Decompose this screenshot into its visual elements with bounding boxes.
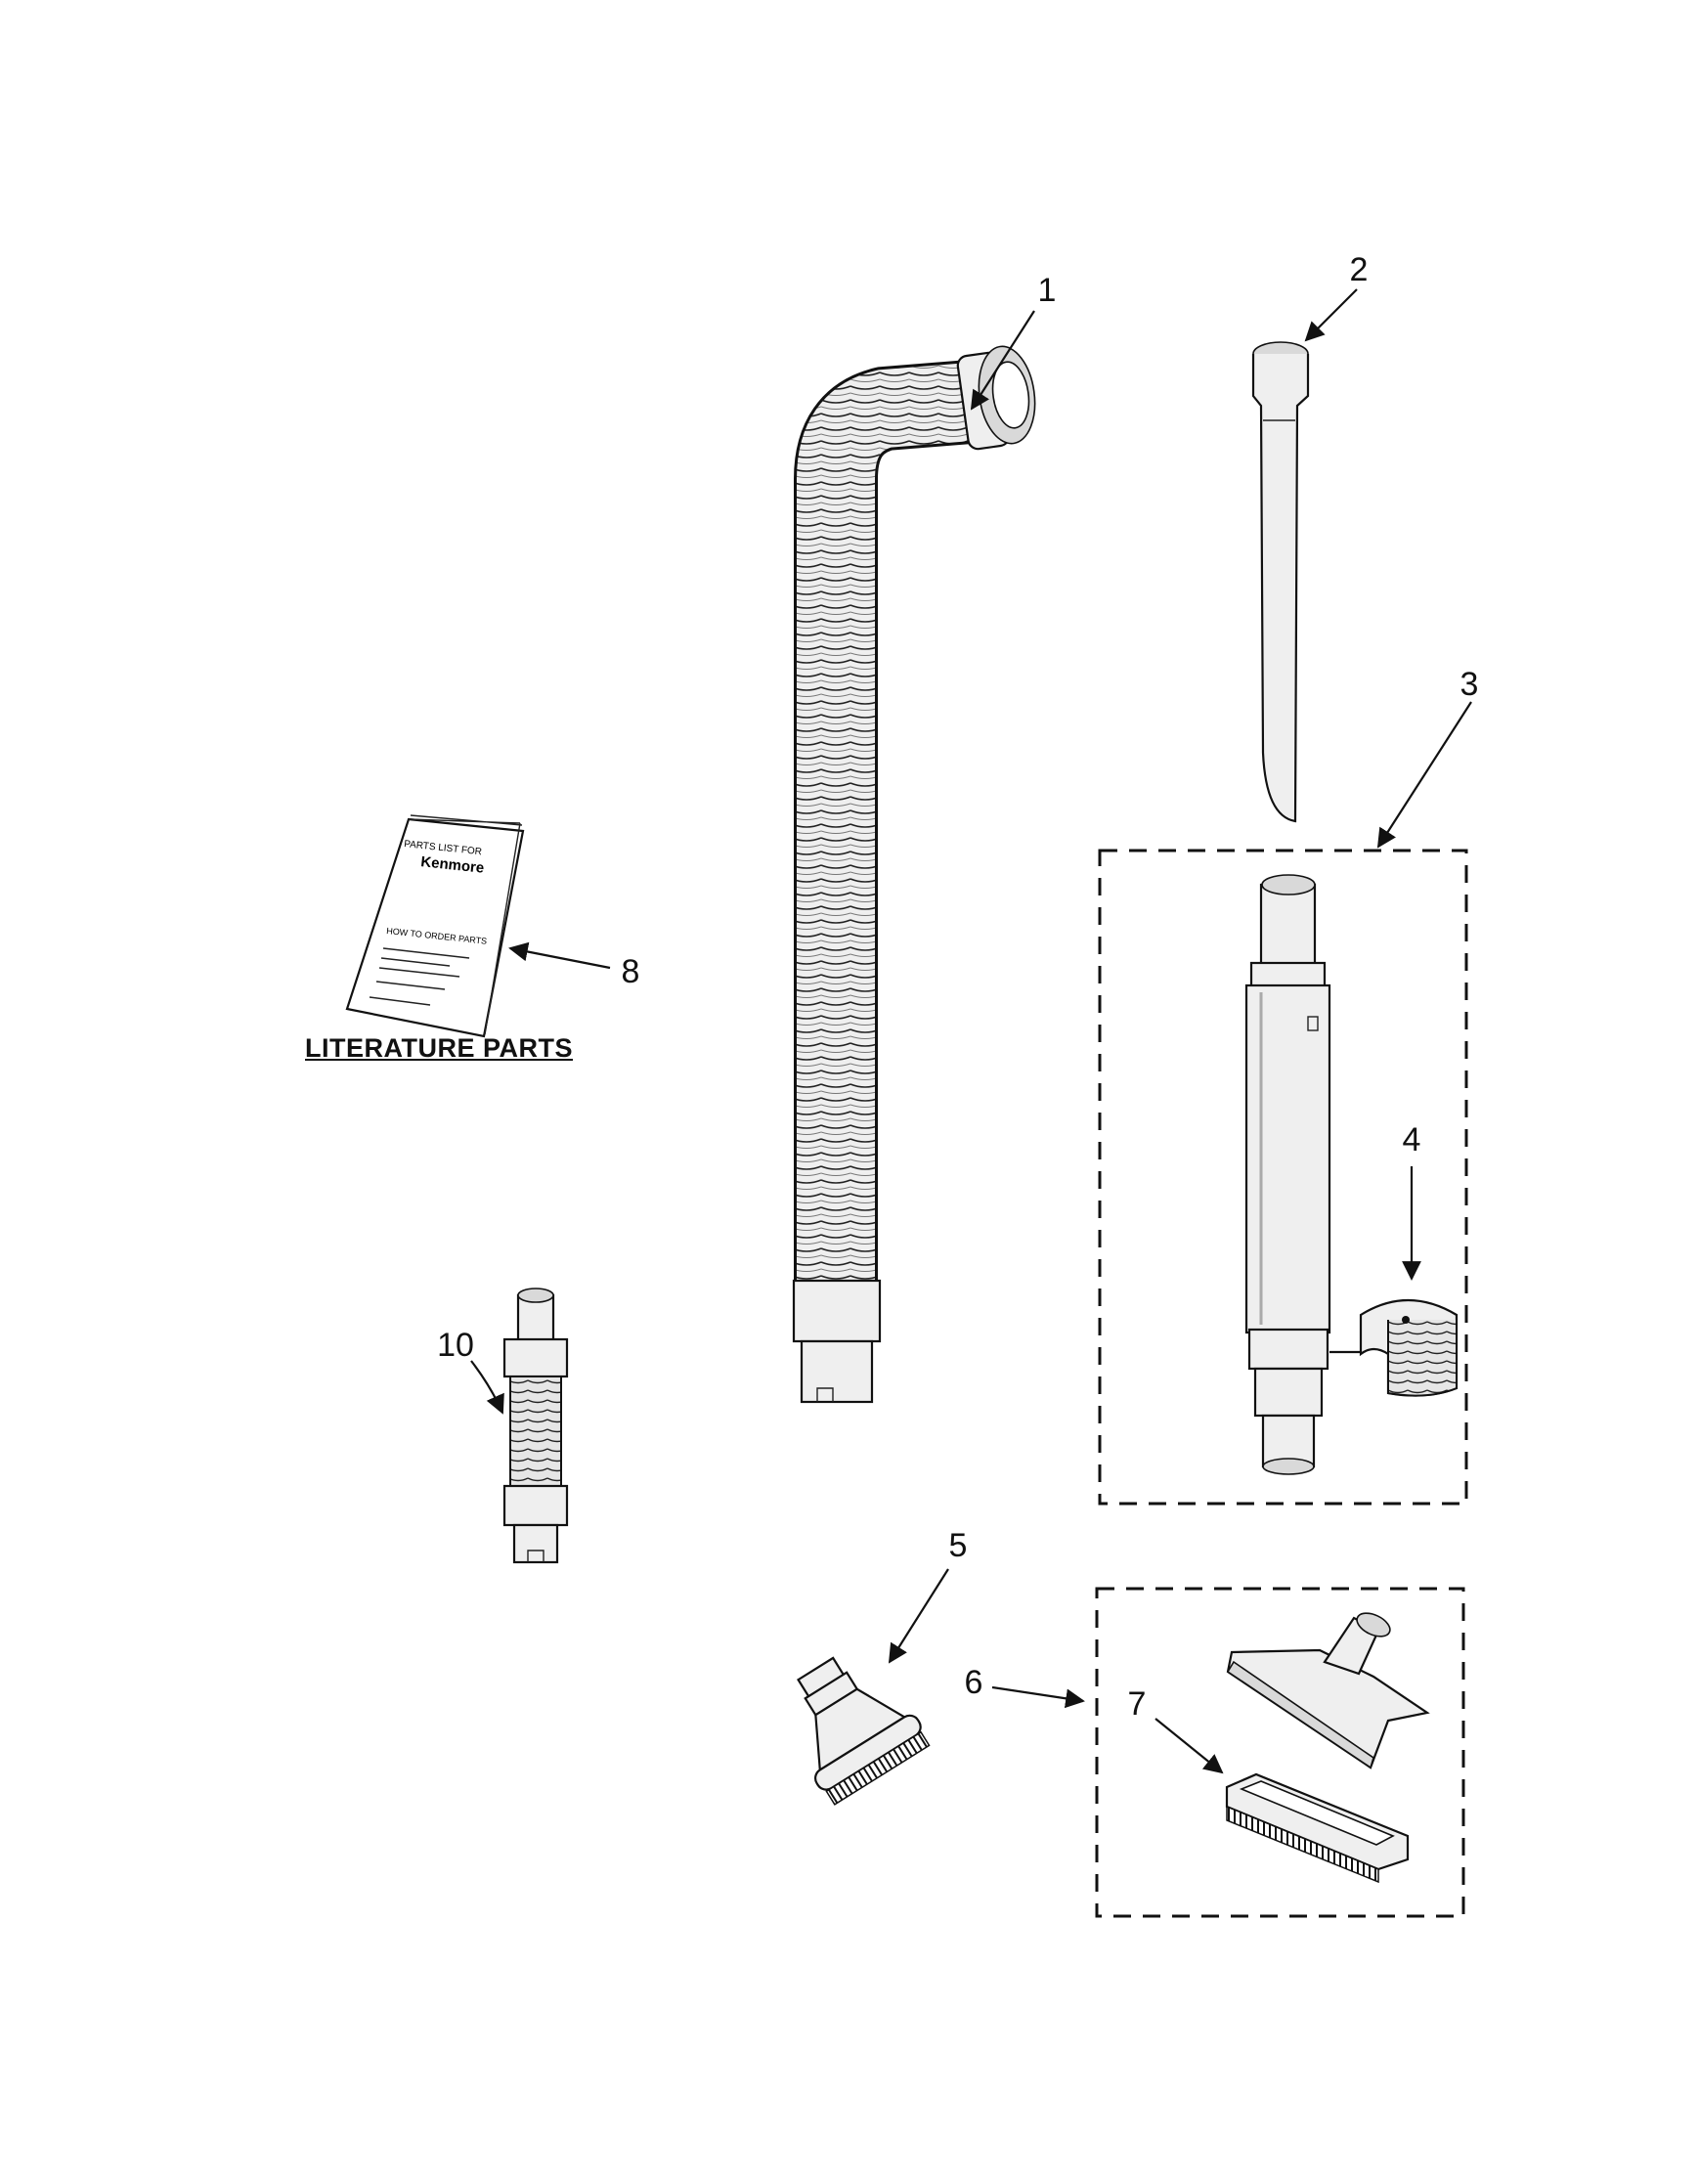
leader-lines: [470, 288, 1472, 1774]
callout-4: 4: [1402, 1121, 1421, 1158]
callout-5: 5: [948, 1527, 968, 1564]
callout-3: 3: [1459, 666, 1479, 703]
callout-7: 7: [1127, 1685, 1147, 1723]
extension-wand-group: [1098, 849, 1468, 1506]
leader-1: [970, 310, 1035, 411]
leader-6: [991, 1685, 1085, 1709]
callout-6: 6: [964, 1664, 983, 1701]
leader-7: [1154, 1718, 1224, 1774]
leader-8: [508, 941, 611, 970]
callout-8: 8: [621, 953, 640, 990]
callout-10: 10: [437, 1327, 474, 1364]
floor-tool-group: [1095, 1587, 1465, 1918]
leader-10: [470, 1360, 504, 1415]
leader-3: [1376, 701, 1472, 849]
leader-2: [1304, 288, 1358, 342]
booklet-brand: Kenmore: [420, 853, 485, 877]
callout-2: 2: [1349, 251, 1369, 288]
brush-insert-part: [1225, 1772, 1410, 1884]
crevice-tool-part: [1251, 341, 1310, 823]
hose-adapter-part: [502, 1288, 569, 1564]
hose-part: [792, 345, 1036, 1404]
literature-booklet-part: PARTS LIST FOR Kenmore HOW TO ORDER PART…: [345, 814, 525, 1038]
callout-1: 1: [1037, 272, 1057, 309]
literature-parts-heading: LITERATURE PARTS: [305, 1033, 573, 1063]
dusting-brush-part: [797, 1656, 931, 1806]
clip-part: [1329, 1299, 1459, 1397]
leader-5: [888, 1568, 949, 1664]
